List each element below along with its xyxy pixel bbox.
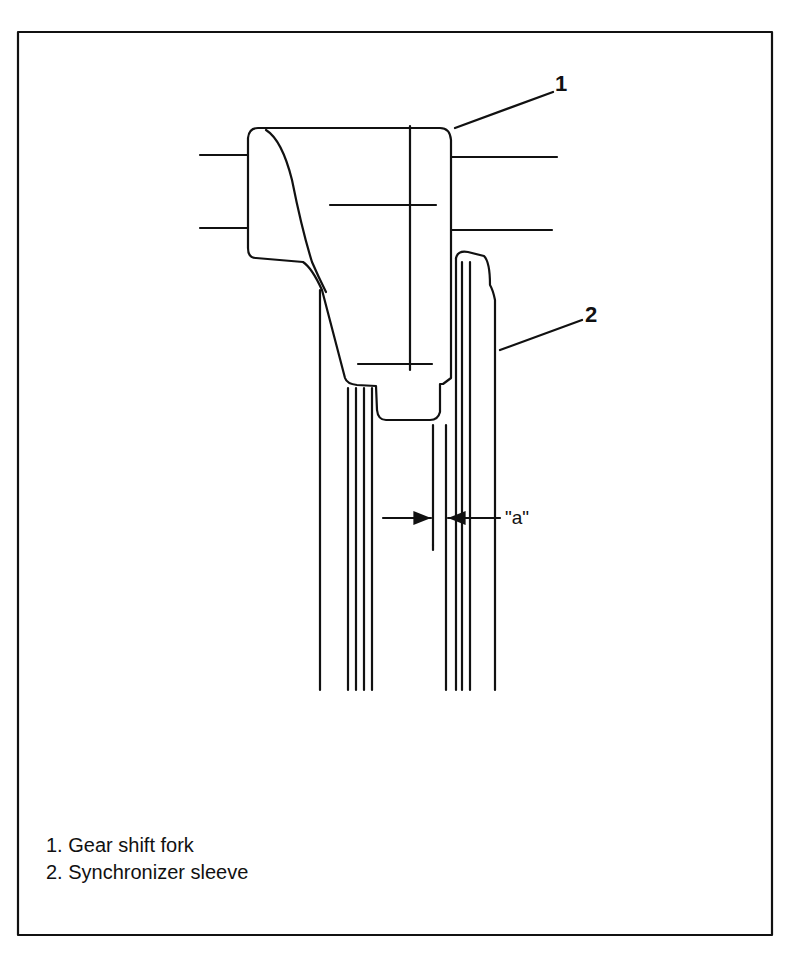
dimension-arrow	[383, 517, 431, 519]
frame	[18, 32, 772, 935]
callout-number: 2	[585, 303, 597, 327]
dimension-label: "a"	[505, 508, 529, 529]
dimension-arrow	[448, 517, 500, 519]
legend-text: 1. Gear shift fork	[46, 834, 194, 856]
leader-line	[455, 92, 553, 128]
callout-number: 1	[555, 72, 567, 96]
legend-text: 2. Synchronizer sleeve	[46, 861, 248, 883]
leader-line	[500, 320, 582, 350]
gear-shift-fork	[248, 128, 451, 420]
